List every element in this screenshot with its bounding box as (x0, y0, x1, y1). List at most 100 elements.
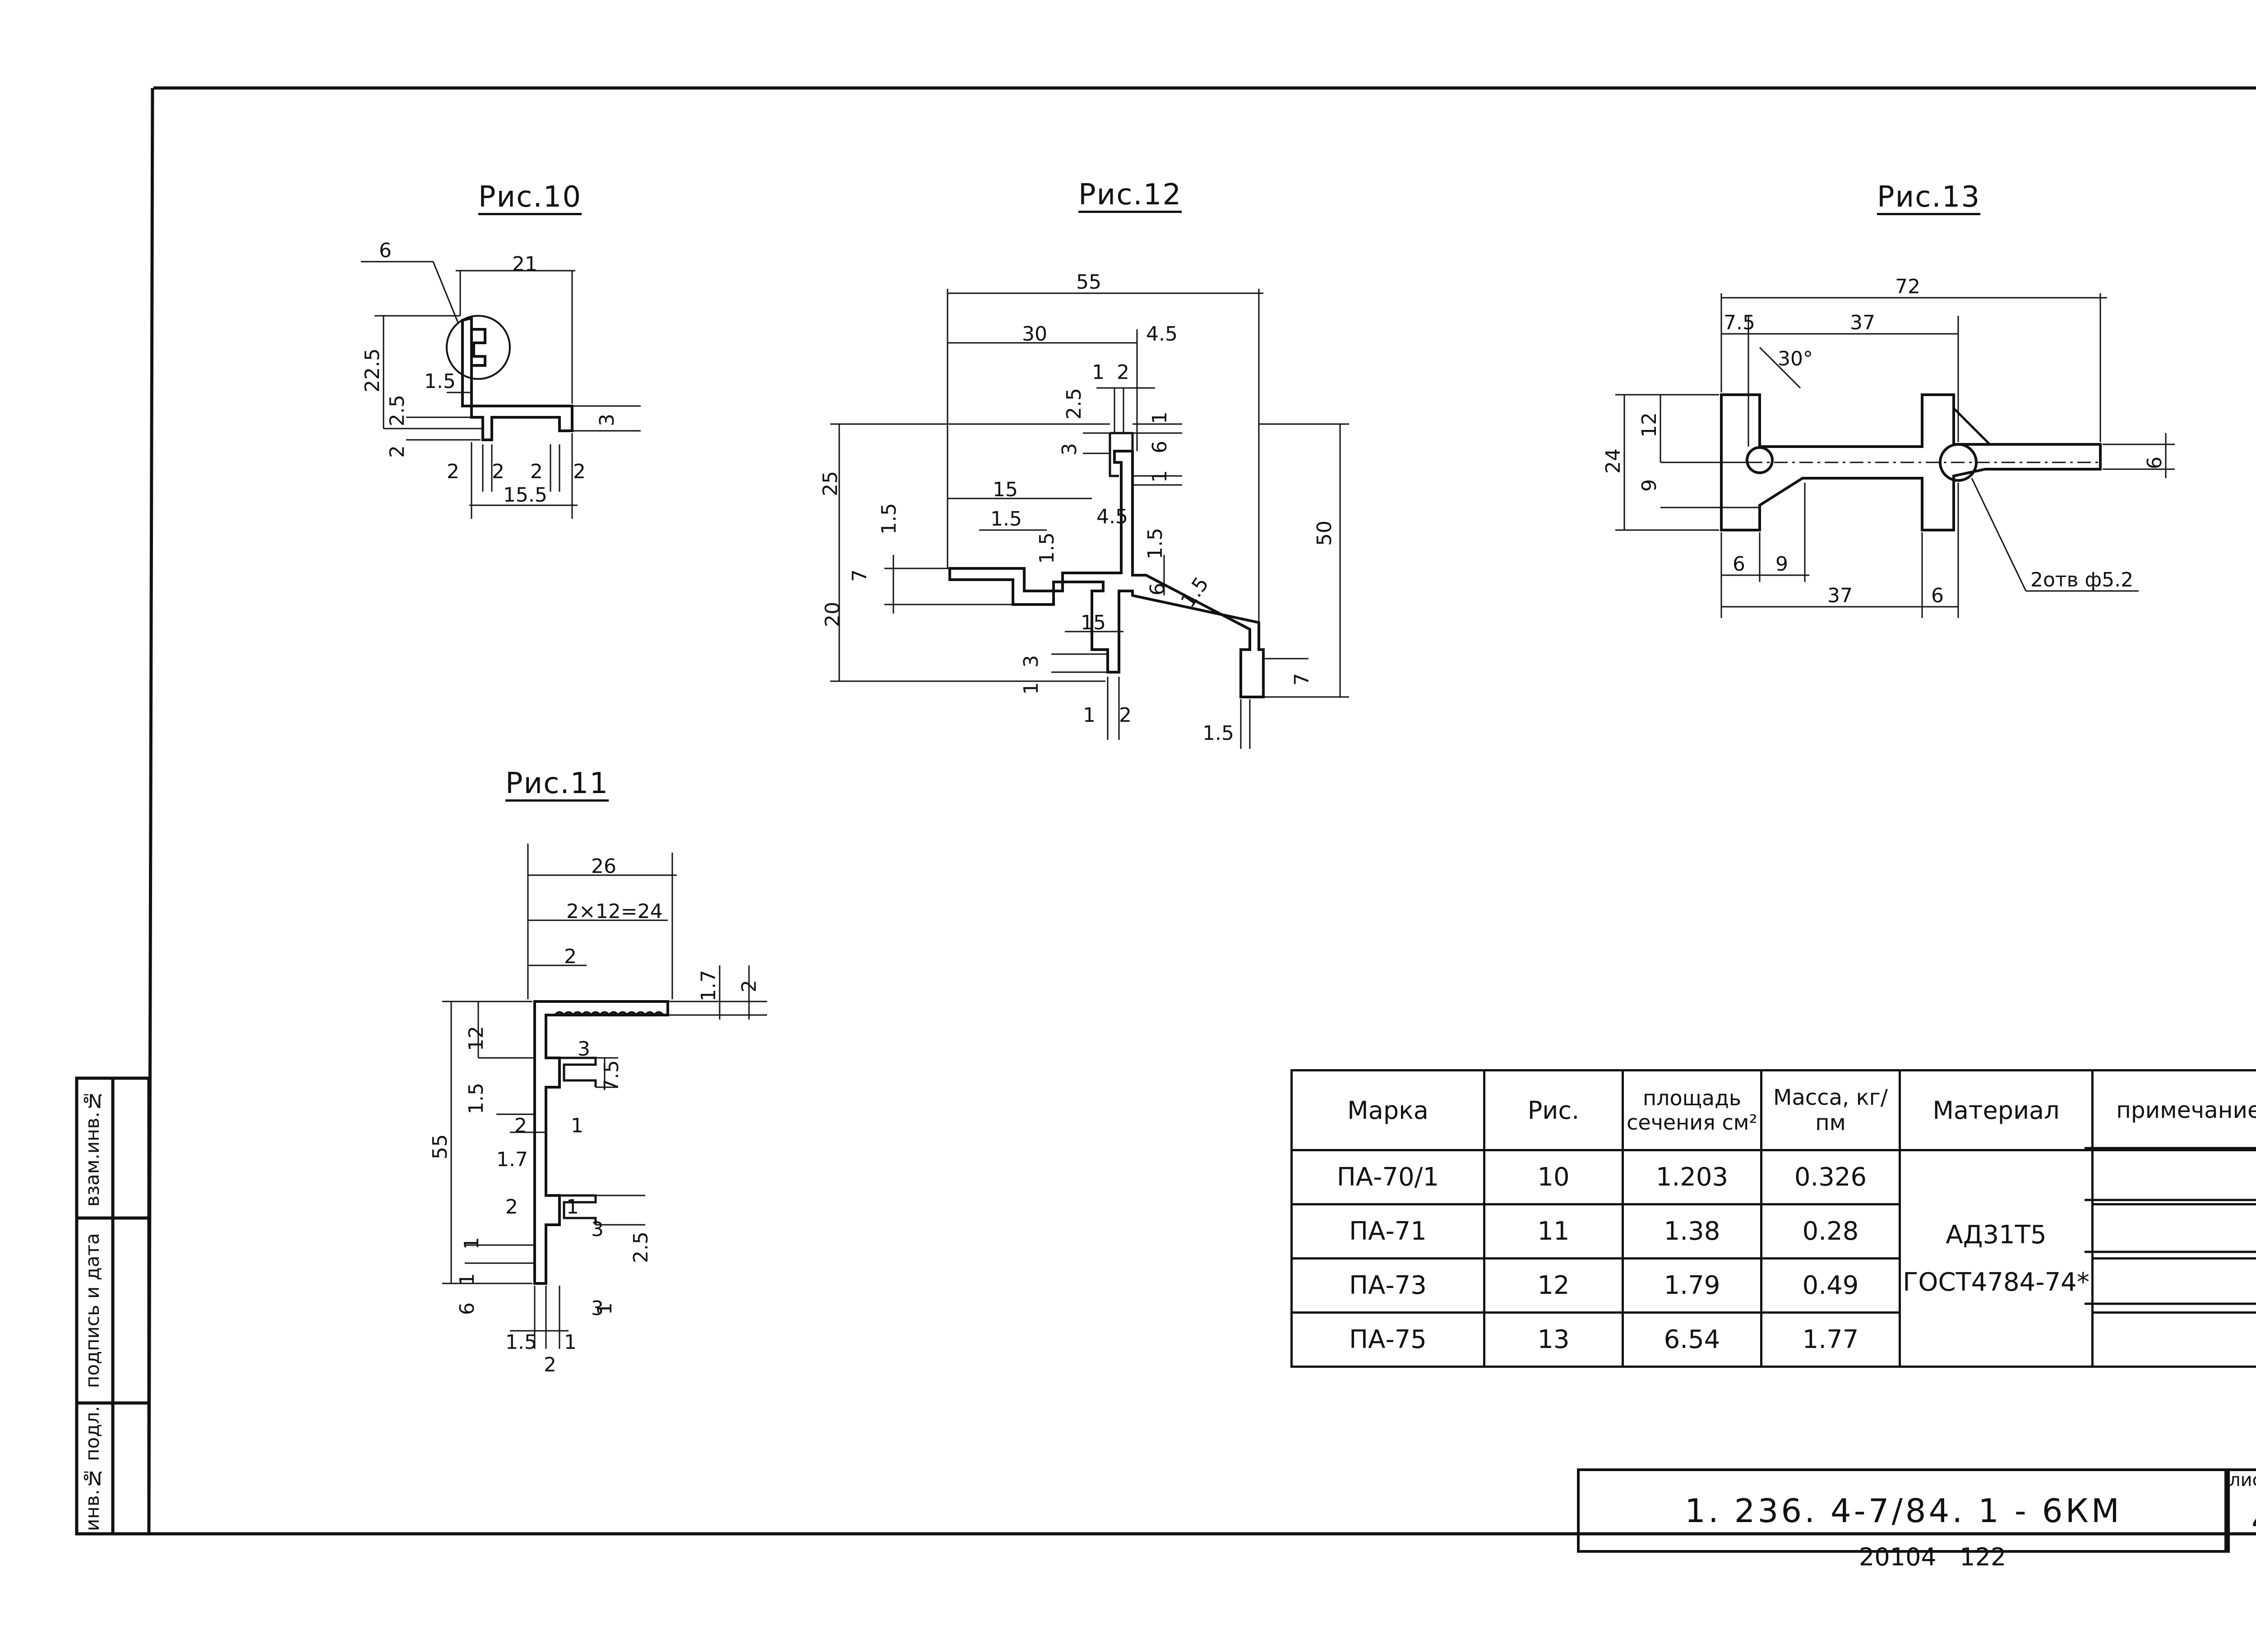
fig13-dim-11: 6 (1931, 584, 1944, 607)
fig11-dim-15: 3 (591, 1218, 604, 1241)
col-header-material: Материал (1899, 1069, 2094, 1151)
fig11-dim-20: 1 (593, 1302, 616, 1315)
fig10-dim-7: 2 (447, 460, 459, 483)
fig12-dim-11: 15 (993, 478, 1018, 501)
cell-mass: 0.326 (1760, 1149, 1901, 1205)
fig12-dim-27: 2 (1119, 704, 1132, 727)
cell-note (2091, 1257, 2256, 1314)
fig13-dim-8: 6 (1733, 553, 1745, 576)
fig11-dim-4: 2 (738, 980, 761, 992)
table-row: ПА-71 11 1.38 0.28 (1290, 1203, 2256, 1260)
fig11-dim-16: 2.5 (629, 1232, 652, 1263)
fig12-dim-4: 2 (1117, 361, 1129, 384)
fig12-dim-8: 6 (1148, 441, 1171, 453)
fig13-title: Рис.13 (1877, 180, 1981, 214)
fig11-title: Рис.11 (505, 767, 609, 800)
table-row: ПА-73 12 1.79 0.49 (1290, 1257, 2256, 1314)
fig10-dim-3: 1.5 (424, 370, 456, 393)
table-row: ПА-70/1 10 1.203 0.326 АД31Т5 ГОСТ4784-7… (1290, 1149, 2256, 1368)
fig13-dim-5: 12 (1638, 412, 1661, 438)
fig10-dim-0: 6 (379, 239, 392, 262)
fig13-dim-9: 9 (1775, 553, 1788, 576)
fig11-dim-5: 12 (465, 1026, 488, 1051)
fig13-dim-0: 72 (1895, 275, 1920, 298)
cell-material: АД31Т5 ГОСТ4784-74* (1899, 1149, 2094, 1368)
cell-mass: 1.77 (1760, 1311, 1901, 1368)
fig11-dim-17: 1 (460, 1237, 483, 1250)
fig13-dim-6: 9 (1638, 479, 1661, 492)
table-row: ПА-75 13 6.54 1.77 (1290, 1311, 2256, 1368)
fig13-dim-3: 30° (1778, 347, 1813, 370)
fig11-dim-0: 26 (591, 855, 616, 878)
fig10-dim-11: 15.5 (503, 484, 547, 507)
fig13-dim-1: 7.5 (1724, 311, 1755, 334)
fig10-dim-5: 2 (386, 445, 409, 458)
material-grade: АД31Т5 (1946, 1220, 2047, 1250)
fig12-dim-3: 1 (1092, 361, 1105, 384)
col-header-area: площадь сечения см² (1622, 1069, 1762, 1151)
fig13-callout: 2отв ф5.2 (2030, 568, 2133, 591)
fig12-dim-16: 50 (1313, 521, 1336, 546)
col-header-note: примечание (2091, 1069, 2256, 1151)
cell-mark: ПА-70/1 (1290, 1149, 1485, 1205)
fig12-dim-19: 6 (1146, 583, 1169, 595)
col-header-fig: Рис. (1483, 1069, 1624, 1151)
fig11-dim-13: 2 (505, 1195, 518, 1218)
fig11-dim-23: 1 (564, 1331, 577, 1354)
cell-fig: 12 (1483, 1257, 1624, 1314)
fig12-dim-6: 1 (1148, 411, 1171, 424)
fig11-dim-22: 1.5 (505, 1331, 537, 1354)
fig11-dim-1: 2×12=24 (566, 900, 663, 923)
fig11-dim-12: 1.7 (496, 1148, 528, 1171)
cell-fig: 10 (1483, 1149, 1624, 1205)
cell-mark: ПА-73 (1290, 1257, 1485, 1314)
cell-area: 1.38 (1622, 1203, 1762, 1260)
cell-area: 1.79 (1622, 1257, 1762, 1314)
fig11-dim-2: 2 (564, 945, 577, 968)
fig12-dim-22: 15 (1081, 611, 1106, 634)
fig12-dim-28: 1.5 (1202, 722, 1234, 745)
fig13-dim-2: 37 (1850, 311, 1875, 334)
fig13-dim-10: 37 (1827, 584, 1853, 607)
fig12-dim-15: 1.5 (1036, 532, 1059, 564)
fig12-dim-5: 2.5 (1063, 388, 1086, 420)
fig11-dim-11: 1 (571, 1114, 583, 1137)
archive-number: 20104 122 (1859, 1543, 2006, 1571)
fig12-dim-14: 4.5 (1096, 505, 1128, 528)
fig12-dim-12: 1.5 (990, 508, 1022, 531)
fig12-dim-18: 1.5 (1144, 528, 1167, 559)
spec-table: Марка Рис. площадь сечения см² Масса, кг… (1290, 1069, 2256, 1368)
fig12-dim-24: 1 (1020, 682, 1043, 695)
fig13-dim-4: 24 (1602, 448, 1625, 474)
fig11-dim-9: 1.5 (465, 1083, 488, 1114)
fig11-dim-19: 6 (456, 1302, 479, 1315)
fig11-dim-18: 1 (456, 1273, 479, 1286)
fig12-dim-10: 25 (819, 471, 842, 496)
cell-fig: 11 (1483, 1203, 1624, 1260)
cell-area: 6.54 (1622, 1311, 1762, 1368)
cell-fig: 13 (1483, 1311, 1624, 1368)
fig11-drawing: 26 2×12=24 2 1.7 2 12 3 7.5 55 1.5 2 1 1… (429, 844, 767, 1376)
fig10-dim-8: 2 (492, 460, 504, 483)
fig10-dim-10: 2 (573, 460, 586, 483)
fig12-title: Рис.12 (1078, 178, 1182, 212)
cell-mark: ПА-71 (1290, 1203, 1485, 1260)
fig12-dim-21: 20 (821, 602, 844, 627)
fig11-dim-24: 2 (544, 1353, 556, 1376)
fig12-dim-25: 7 (1290, 673, 1313, 686)
material-standard: ГОСТ4784-74* (1903, 1267, 2090, 1297)
fig11-dim-14: 1 (566, 1195, 579, 1218)
cell-note (2091, 1311, 2256, 1368)
side-stamp-inv-number: инв.№ подл. (81, 1406, 103, 1531)
fig12-drawing: 55 30 4.5 1 2 2.5 1 3 6 1 25 15 1.5 1.5 … (819, 271, 1349, 749)
fig13-dim-7: 6 (2143, 457, 2166, 469)
fig11-dim-3: 1.7 (697, 970, 720, 1001)
fig10-drawing: 6 21 22.5 1.5 2.5 2 3 2 2 2 2 15.5 (361, 239, 641, 519)
sheet-number-box (2224, 1468, 2256, 1550)
fig12-dim-7: 3 (1058, 443, 1081, 456)
cell-note (2091, 1203, 2256, 1260)
fig12-dim-0: 55 (1076, 271, 1101, 294)
fig11-dim-6: 3 (578, 1038, 590, 1061)
fig12-dim-13: 1.5 (878, 503, 901, 535)
